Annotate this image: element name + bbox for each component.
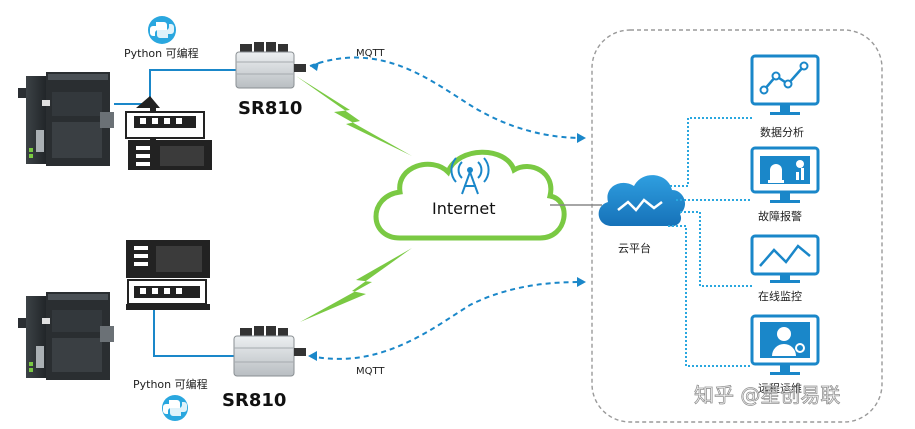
plc-bottom-icon	[18, 292, 114, 380]
function-label-2: 故障报警	[758, 209, 802, 223]
cloud-platform-icon	[598, 175, 686, 227]
watermark: 知乎 @星创易联	[694, 383, 840, 407]
machine-bottom-icon	[126, 240, 210, 310]
mqtt-label-top: MQTT	[356, 48, 385, 59]
internet-cloud	[373, 149, 567, 241]
online-monitor-icon	[750, 234, 820, 283]
function-label-4: 远程运维	[758, 382, 802, 395]
platform-label: 云平台	[618, 241, 651, 255]
router-bottom-icon	[233, 326, 306, 377]
machine-top-icon	[125, 96, 212, 170]
mqtt-link-top	[309, 56, 583, 139]
python-icon-top	[148, 16, 176, 44]
fault-alarm-icon	[750, 146, 820, 203]
function-label-3: 在线监控	[758, 289, 802, 303]
python-label-bottom: Python 可编程	[133, 377, 208, 391]
internet-label: Internet	[432, 199, 496, 218]
plc-top-icon	[18, 72, 114, 166]
python-icon-bottom	[162, 395, 188, 421]
mqtt-label-bottom: MQTT	[356, 366, 385, 377]
lightning-top	[296, 76, 412, 156]
remote-maintenance-icon	[750, 314, 820, 375]
python-label-top: Python 可编程	[124, 46, 199, 60]
router-label-top: SR810	[238, 98, 302, 119]
antenna-icon	[450, 157, 490, 195]
data-analysis-icon	[750, 54, 820, 115]
router-label-bottom: SR810	[222, 390, 286, 411]
function-label-1: 数据分析	[760, 125, 804, 139]
platform-connectors	[668, 117, 752, 367]
cloud-platform-frame	[591, 29, 883, 423]
mqtt-link-bottom	[309, 281, 583, 360]
lightning-bottom	[300, 248, 412, 322]
router-top-icon	[235, 42, 306, 89]
